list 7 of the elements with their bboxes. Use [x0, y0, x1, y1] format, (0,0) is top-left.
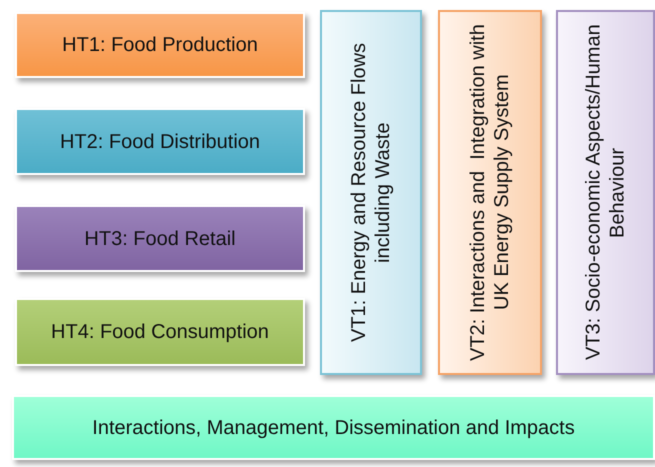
horizontal-theme-box: HT4: Food Consumption — [15, 298, 305, 366]
vertical-theme-box: VT1: Energy and Resource Flows including Waste — [320, 10, 422, 375]
cross-cutting-band: Interactions, Management, Dissemination and Impacts — [12, 395, 655, 460]
horizontal-theme-box: HT1: Food Production — [15, 12, 305, 78]
horizontal-theme-box: HT2: Food Distribution — [15, 108, 305, 175]
vertical-theme-box: VT3: Socio-economic Aspects/Human Behaviour — [556, 10, 655, 375]
horizontal-theme-box: HT3: Food Retail — [15, 205, 305, 272]
